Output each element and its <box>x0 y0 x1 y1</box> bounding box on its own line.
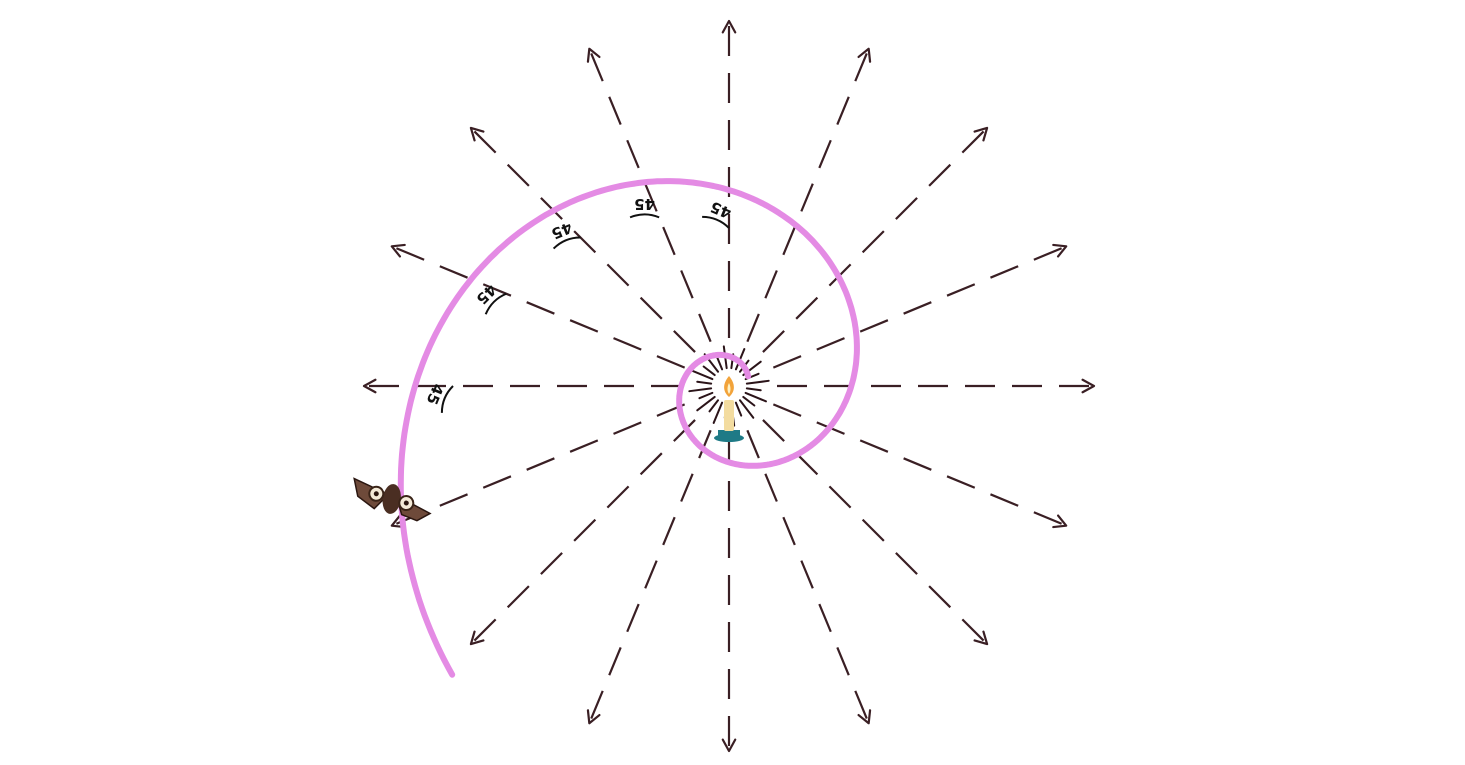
moth-eye-dot-right <box>403 500 409 506</box>
light-ray <box>586 47 712 343</box>
arrowhead <box>1052 514 1068 529</box>
angle-arc <box>702 215 730 229</box>
glow-tick <box>708 399 720 413</box>
light-ray <box>772 403 1068 529</box>
arrowhead <box>973 126 989 142</box>
light-ray-line <box>470 419 696 645</box>
angle-label: 45 <box>473 281 500 308</box>
angle-arc <box>629 213 660 219</box>
light-ray <box>772 243 1068 369</box>
light-ray-line <box>762 419 988 645</box>
light-ray <box>390 403 686 529</box>
glow-tick <box>702 365 716 377</box>
light-ray <box>469 126 696 353</box>
light-ray <box>586 429 712 725</box>
angle-arc <box>440 385 454 413</box>
angle-marker: 45 <box>629 195 660 219</box>
candle-icon <box>714 376 744 442</box>
light-ray <box>746 47 872 343</box>
glow-tick <box>691 369 714 381</box>
light-ray-line <box>746 48 870 343</box>
glow-tick <box>742 395 756 407</box>
glow-tick <box>712 401 724 424</box>
light-ray <box>762 126 989 353</box>
angle-arc <box>552 236 581 250</box>
light-ray-line <box>762 127 988 353</box>
light-ray <box>390 243 686 369</box>
light-ray-line <box>470 127 696 353</box>
moth-body <box>382 484 401 514</box>
glow-tick <box>696 395 716 412</box>
glow-tick <box>715 355 724 371</box>
light-rays <box>362 19 1096 753</box>
light-ray <box>721 19 737 338</box>
arrowhead <box>973 630 989 646</box>
light-ray-line <box>588 48 712 343</box>
arrowhead <box>362 378 377 394</box>
glow-tick <box>688 387 713 393</box>
arrowhead <box>857 709 872 725</box>
arrowhead <box>469 630 485 646</box>
angle-label: 45 <box>634 195 655 213</box>
angle-arc <box>484 292 507 315</box>
light-ray-line <box>772 245 1067 369</box>
glow-tick <box>696 380 713 385</box>
candle-wax <box>724 400 734 431</box>
light-ray <box>762 419 989 646</box>
light-ray-line <box>746 429 870 724</box>
candle-base <box>718 430 740 437</box>
glow-tick <box>745 387 762 392</box>
light-ray <box>721 434 737 753</box>
arrowhead <box>390 243 406 258</box>
light-ray <box>777 378 1096 394</box>
glow-tick <box>698 391 714 400</box>
light-ray <box>469 419 696 646</box>
moth-eye-dot-left <box>373 491 379 497</box>
light-ray <box>746 429 872 725</box>
arrowhead <box>721 738 737 753</box>
candle-flame-core <box>727 383 731 394</box>
light-ray-line <box>588 429 712 724</box>
angle-marker: 45 <box>473 281 507 315</box>
light-ray-line <box>391 403 686 527</box>
moth-flight-spiral <box>397 178 860 678</box>
arrowhead <box>1052 243 1068 258</box>
glow-tick <box>744 391 767 403</box>
glow-tick <box>738 399 755 419</box>
light-ray-line <box>391 245 686 369</box>
glow-tick <box>745 379 770 385</box>
arrowhead <box>586 709 601 725</box>
glow-tick <box>734 401 743 417</box>
arrowhead <box>469 126 485 142</box>
moth-icon <box>353 477 432 522</box>
arrowhead <box>1081 378 1096 394</box>
arrowhead <box>857 47 872 63</box>
light-ray-line <box>772 403 1067 527</box>
arrowhead <box>586 47 601 63</box>
arrowhead <box>721 19 737 34</box>
